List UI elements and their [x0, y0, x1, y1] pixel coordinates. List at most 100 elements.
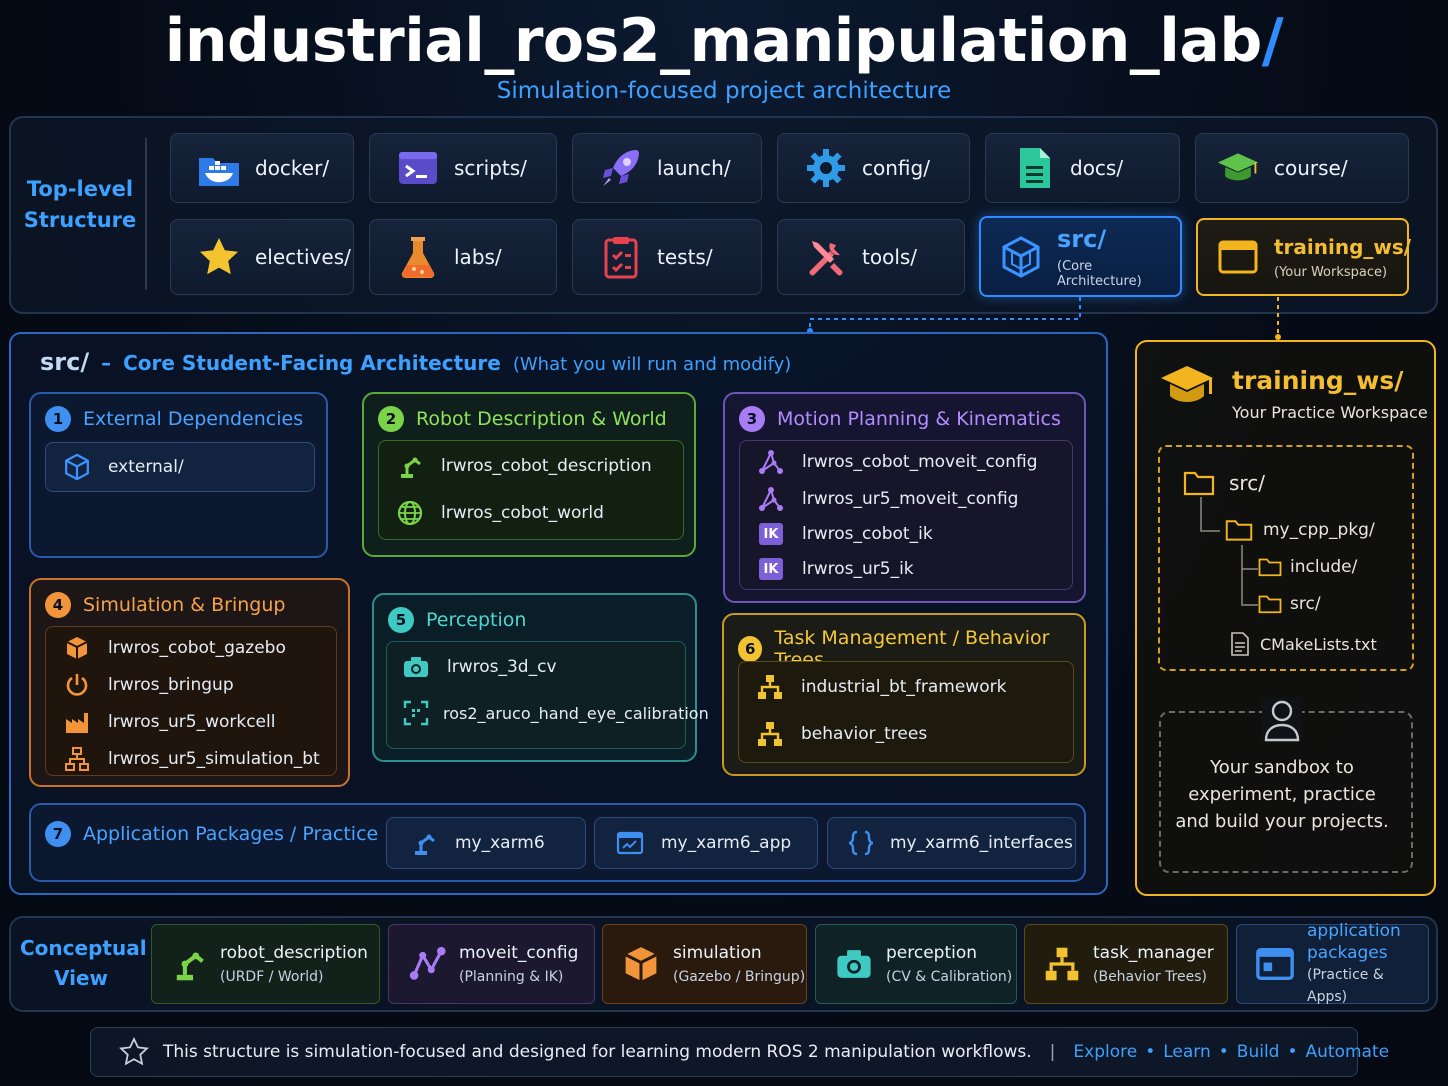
- dash: –: [101, 351, 112, 375]
- list-item[interactable]: behavior_trees: [755, 719, 927, 749]
- concept-sub: (CV & Calibration): [886, 969, 1013, 985]
- tree-item-src-sub[interactable]: src/: [1258, 594, 1321, 614]
- bullet: •: [1145, 1042, 1156, 1062]
- link-build[interactable]: Build: [1236, 1042, 1280, 1062]
- terminal-icon: [396, 146, 440, 190]
- list-item[interactable]: IK lrwros_cobot_ik: [756, 519, 933, 549]
- concept-moveit-config[interactable]: moveit_config(Planning & IK): [388, 924, 595, 1004]
- folder-launch[interactable]: launch/: [572, 133, 762, 203]
- link-automate[interactable]: Automate: [1305, 1042, 1390, 1062]
- ik-icon: IK: [756, 519, 786, 549]
- folder-label: scripts/: [454, 156, 527, 180]
- ik-badge: IK: [759, 558, 783, 580]
- folder-electives[interactable]: electives/: [170, 219, 354, 295]
- docker-icon: [197, 146, 241, 190]
- bullet: •: [1287, 1042, 1298, 1062]
- folder-docs[interactable]: docs/: [985, 133, 1180, 203]
- folder-training-ws[interactable]: training_ws/ (Your Workspace): [1196, 218, 1412, 296]
- folder-label: labs/: [454, 245, 502, 269]
- package-name: industrial_bt_framework: [801, 677, 1007, 697]
- folder-icon: [1258, 594, 1282, 614]
- package-my-xarm6-app[interactable]: my_xarm6_app: [594, 817, 818, 869]
- list-item[interactable]: lrwros_cobot_gazebo: [62, 633, 286, 663]
- tools-icon: [804, 235, 848, 279]
- package-name: lrwros_cobot_ik: [802, 524, 933, 544]
- list-item[interactable]: lrwros_cobot_moveit_config: [756, 447, 1038, 477]
- cubes-icon: [999, 235, 1043, 279]
- folder-label: course/: [1274, 156, 1348, 180]
- concept-simulation[interactable]: simulation(Gazebo / Bringup): [602, 924, 807, 1004]
- package-name: lrwros_ur5_simulation_bt: [108, 749, 320, 769]
- list-item[interactable]: lrwros_ur5_workcell: [62, 707, 275, 737]
- link-explore[interactable]: Explore: [1073, 1042, 1138, 1062]
- folder-label: docker/: [255, 156, 330, 180]
- folder-label: docs/: [1070, 156, 1124, 180]
- src-label: src/: [1057, 224, 1107, 253]
- list-item[interactable]: lrwros_cobot_world: [395, 498, 604, 528]
- src-section-heading: src/ – Core Student-Facing Architecture …: [40, 348, 791, 376]
- folder-labs[interactable]: labs/: [369, 219, 557, 295]
- folder-scripts[interactable]: scripts/: [369, 133, 557, 203]
- package-my-xarm6[interactable]: my_xarm6: [386, 817, 586, 869]
- list-item[interactable]: lrwros_ur5_moveit_config: [756, 484, 1018, 514]
- package-list: lrwros_cobot_description lrwros_cobot_wo…: [378, 440, 684, 540]
- graduation-cap-icon: [1158, 362, 1216, 410]
- list-item[interactable]: lrwros_ur5_simulation_bt: [62, 744, 320, 774]
- group-title: Motion Planning & Kinematics: [777, 408, 1061, 430]
- ik-badge: IK: [759, 523, 783, 545]
- list-item: my_xarm6_interfaces: [846, 828, 1073, 858]
- window-icon: [1216, 235, 1260, 279]
- graduation-cap-icon: [1216, 146, 1260, 190]
- package-name: lrwros_bringup: [108, 675, 234, 695]
- tree-icon: [62, 744, 92, 774]
- tree-item-pkg[interactable]: my_cpp_pkg/: [1225, 518, 1375, 542]
- planning-graph-icon: [756, 447, 786, 477]
- tree-item-cmake[interactable]: CMakeLists.txt: [1230, 632, 1377, 656]
- package-external[interactable]: external/: [45, 442, 315, 492]
- folder-tests[interactable]: tests/: [572, 219, 762, 295]
- page-subtitle: Simulation-focused project architecture: [496, 78, 952, 104]
- tree-icon: [755, 719, 785, 749]
- tree-item-src[interactable]: src/: [1183, 470, 1265, 496]
- footer-separator: |: [1049, 1042, 1056, 1062]
- folder-tools[interactable]: tools/: [777, 219, 965, 295]
- list-item: external/: [62, 452, 184, 482]
- folder-docker[interactable]: docker/: [170, 133, 354, 203]
- package-list: industrial_bt_framework behavior_trees: [738, 661, 1074, 763]
- folder-course[interactable]: course/: [1195, 133, 1409, 203]
- folder-config[interactable]: config/: [777, 133, 970, 203]
- concept-task-manager[interactable]: task_manager(Behavior Trees): [1024, 924, 1228, 1004]
- list-item[interactable]: lrwros_3d_cv: [401, 652, 557, 682]
- list-item: my_xarm6_app: [615, 828, 791, 858]
- training-label: training_ws/: [1274, 234, 1412, 259]
- connector-lines: [807, 297, 1281, 340]
- list-item[interactable]: ros2_aruco_hand_eye_calibration: [401, 698, 709, 728]
- concept-perception[interactable]: perception(CV & Calibration): [815, 924, 1017, 1004]
- list-item[interactable]: lrwros_cobot_description: [395, 451, 652, 481]
- folder-icon: [1225, 518, 1253, 542]
- list-item[interactable]: lrwros_bringup: [62, 670, 234, 700]
- folder-src[interactable]: src/ (Core Architecture): [979, 216, 1182, 297]
- package-my-xarm6-interfaces[interactable]: my_xarm6_interfaces: [827, 817, 1076, 869]
- camera-icon: [834, 946, 874, 982]
- globe-icon: [395, 498, 425, 528]
- link-learn[interactable]: Learn: [1163, 1042, 1211, 1062]
- concept-robot-description[interactable]: robot_description(URDF / World): [151, 924, 380, 1004]
- folder-label: electives/: [255, 245, 351, 269]
- star-icon: [197, 235, 241, 279]
- tree-item-include[interactable]: include/: [1258, 557, 1357, 577]
- package-name: ros2_aruco_hand_eye_calibration: [443, 703, 709, 723]
- package-name: lrwros_3d_cv: [447, 657, 557, 677]
- training-ws-panel: [1135, 340, 1436, 896]
- list-item[interactable]: industrial_bt_framework: [755, 672, 1006, 702]
- app-window-icon: [615, 828, 645, 858]
